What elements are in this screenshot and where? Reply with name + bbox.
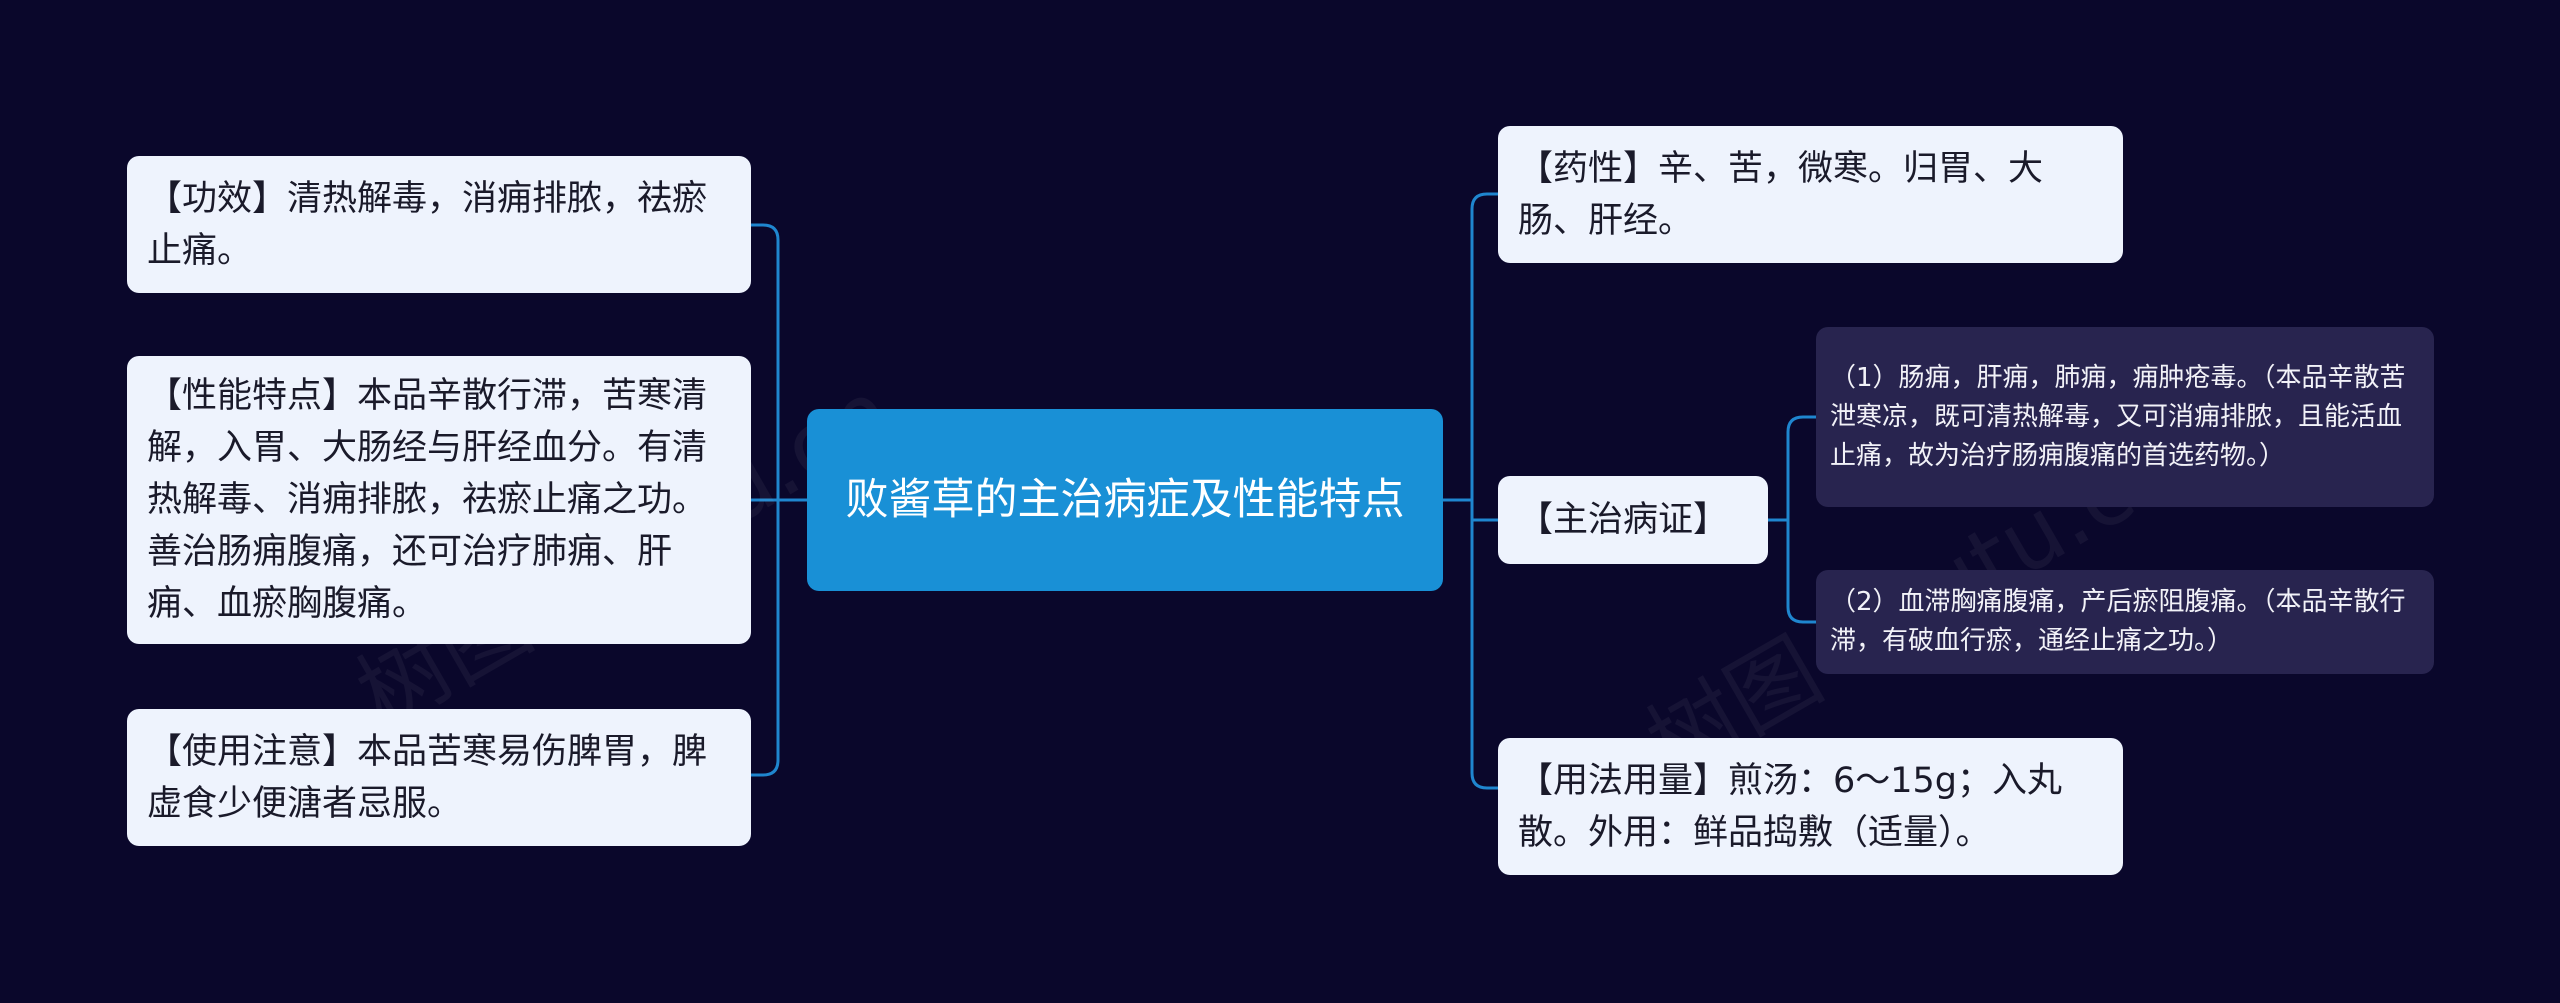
left-node-efficacy-label: 【功效】清热解毒，消痈排脓，祛瘀止痛。 <box>147 178 708 271</box>
right-node-indications[interactable]: 【主治病证】 <box>1498 476 1768 564</box>
right-node-indications-label: 【主治病证】 <box>1518 500 1729 540</box>
center-topic[interactable]: 败酱草的主治病症及性能特点 <box>807 409 1443 591</box>
left-node-precautions[interactable]: 【使用注意】本品苦寒易伤脾胃，脾虚食少便溏者忌服。 <box>127 709 751 846</box>
indication-detail-1[interactable]: （1）肠痈，肝痈，肺痈，痈肿疮毒。（本品辛散苦泄寒凉，既可清热解毒，又可消痈排脓… <box>1816 327 2434 507</box>
right-node-dosage-label: 【用法用量】煎汤：6～15g；入丸散。外用：鲜品捣敷（适量）。 <box>1518 760 2063 853</box>
right-node-nature-label: 【药性】辛、苦，微寒。归胃、大肠、肝经。 <box>1518 148 2044 241</box>
left-node-properties-label: 【性能特点】本品辛散行滞，苦寒清解，入胃、大肠经与肝经血分。有清热解毒、消痈排脓… <box>147 376 708 624</box>
right-node-nature[interactable]: 【药性】辛、苦，微寒。归胃、大肠、肝经。 <box>1498 126 2123 263</box>
left-node-properties[interactable]: 【性能特点】本品辛散行滞，苦寒清解，入胃、大肠经与肝经血分。有清热解毒、消痈排脓… <box>127 356 751 644</box>
connector-center-to-left <box>751 223 807 777</box>
indication-detail-2[interactable]: （2）血滞胸痛腹痛，产后瘀阻腹痛。（本品辛散行滞，有破血行瘀，通经止痛之功。） <box>1816 570 2434 674</box>
right-node-dosage[interactable]: 【用法用量】煎汤：6～15g；入丸散。外用：鲜品捣敷（适量）。 <box>1498 738 2123 875</box>
left-node-precautions-label: 【使用注意】本品苦寒易伤脾胃，脾虚食少便溏者忌服。 <box>147 731 708 824</box>
connector-symptoms-to-details <box>1768 415 1816 624</box>
center-topic-label: 败酱草的主治病症及性能特点 <box>845 475 1405 525</box>
indication-detail-2-label: （2）血滞胸痛腹痛，产后瘀阻腹痛。（本品辛散行滞，有破血行瘀，通经止痛之功。） <box>1830 587 2406 656</box>
connector-center-to-right <box>1443 192 1498 790</box>
indication-detail-1-label: （1）肠痈，肝痈，肺痈，痈肿疮毒。（本品辛散苦泄寒凉，既可清热解毒，又可消痈排脓… <box>1830 362 2406 471</box>
left-node-efficacy[interactable]: 【功效】清热解毒，消痈排脓，祛瘀止痛。 <box>127 156 751 293</box>
